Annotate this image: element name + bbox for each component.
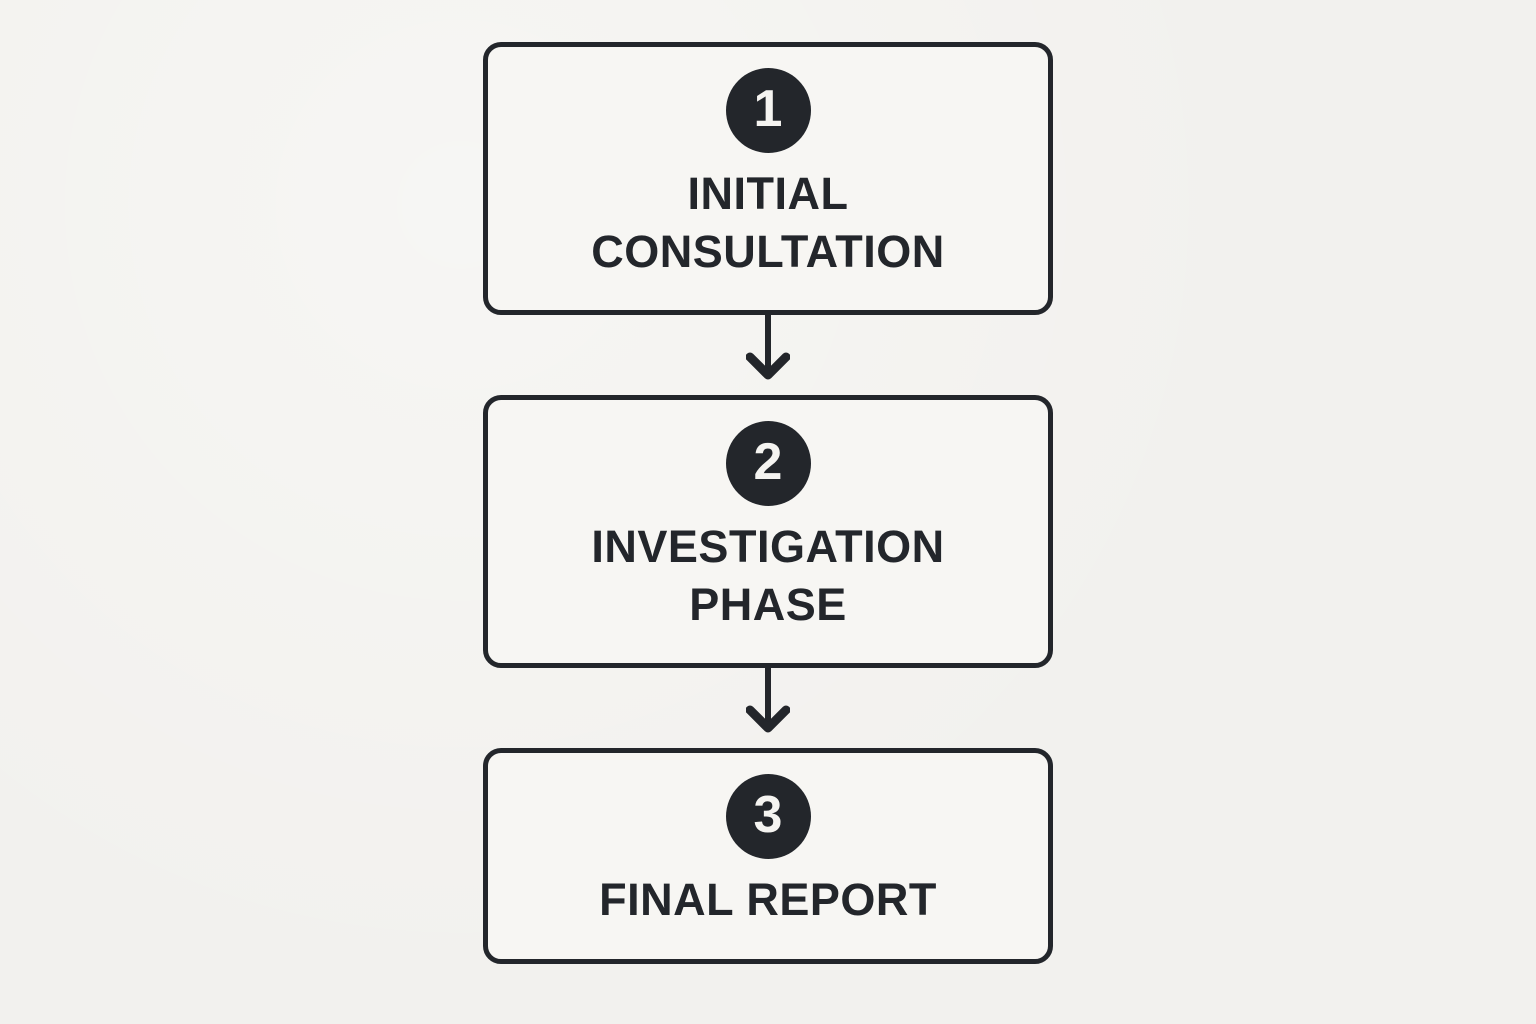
process-flow: 1 INITIAL CONSULTATION 2 INVESTIGATION P… [483, 42, 1053, 964]
step-number: 3 [753, 785, 783, 844]
step-label: FINAL REPORT [599, 874, 937, 926]
step-box-initial-consultation: 1 INITIAL CONSULTATION [483, 42, 1053, 316]
step-number: 1 [753, 79, 783, 138]
step-number-badge: 3 [725, 774, 811, 860]
step-number-badge: 2 [725, 421, 811, 507]
step-number-badge: 1 [725, 68, 811, 153]
arrow-down-icon [746, 668, 790, 733]
step-box-final-report: 3 FINAL REPORT [483, 748, 1053, 964]
step-number: 2 [753, 432, 783, 491]
step-box-investigation-phase: 2 INVESTIGATION PHASE [483, 395, 1053, 669]
arrow-down-icon [746, 315, 790, 380]
step-label: INVESTIGATION PHASE [591, 521, 945, 630]
step-label: INITIAL CONSULTATION [591, 168, 945, 277]
